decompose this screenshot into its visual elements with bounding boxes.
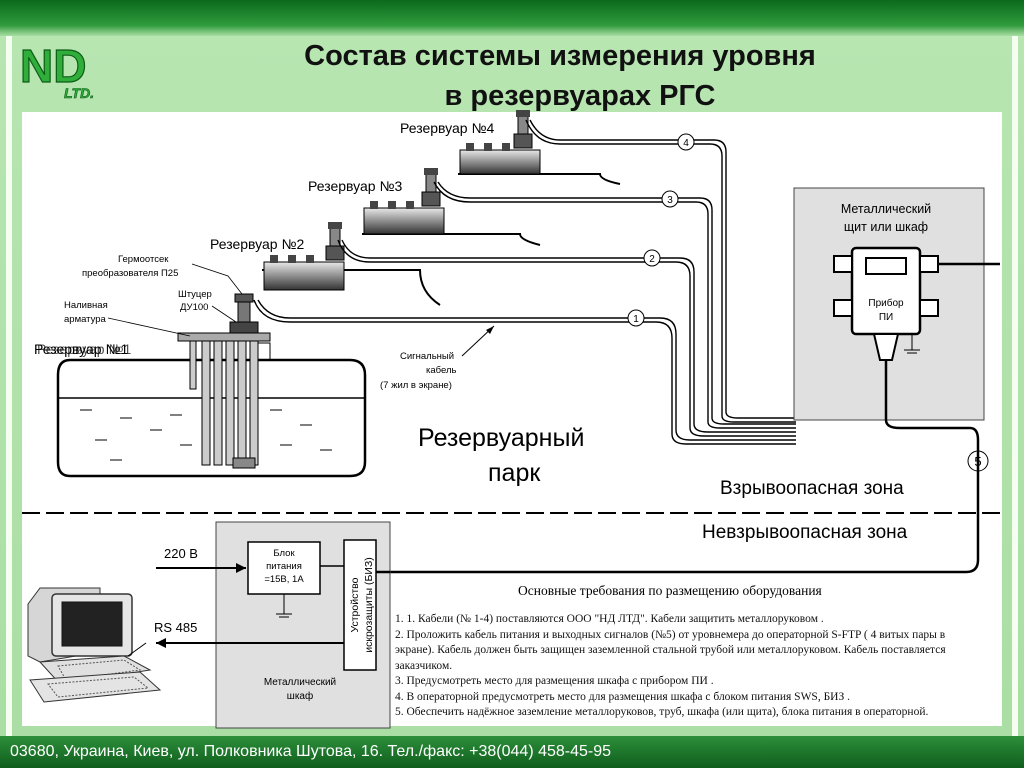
computer-icon bbox=[27, 587, 162, 703]
cabinet-top-label-2: щит или шкаф bbox=[844, 220, 928, 234]
cable-number-4: 4 bbox=[683, 138, 689, 149]
title-line-2: в резервуарах РГС bbox=[444, 80, 716, 112]
requirement-item: 4. В операторной предусмотреть место для… bbox=[395, 690, 850, 703]
tank-2 bbox=[262, 222, 441, 306]
requirements-list: 1. 1. Кабели (№ 1-4) поставляются ООО "Н… bbox=[395, 612, 1005, 721]
title-line-1: Состав системы измерения уровня bbox=[304, 40, 816, 72]
rs485-label: RS 485 bbox=[154, 620, 197, 635]
zone-explosive-label: Взрывоопасная зона bbox=[720, 478, 904, 499]
device-label-2: ПИ bbox=[879, 312, 893, 323]
psu-label-3: =15В, 1А bbox=[264, 574, 304, 585]
signal-cables bbox=[253, 119, 796, 445]
cabinet-top: Металлический щит или шкаф Прибор ПИ bbox=[793, 187, 1000, 421]
cabinet-top-label-1: Металлический bbox=[841, 202, 931, 216]
psu-label-2: питания bbox=[266, 561, 302, 572]
footer-address: 03680, Украина, Киев, ул. Полковника Шут… bbox=[10, 743, 612, 760]
barrier-label-1: Устройство bbox=[349, 577, 361, 632]
cabinet-bottom-label-1: Металлический bbox=[264, 677, 336, 688]
power-input-label: 220 В bbox=[164, 546, 198, 561]
page-title: Состав системы измерения уровня в резерв… bbox=[200, 36, 920, 116]
requirement-item: 3. Предусмотреть место для размещения шк… bbox=[395, 675, 714, 687]
callout-signal-2: кабель bbox=[426, 365, 456, 376]
cable-number-3: 3 bbox=[667, 195, 673, 206]
left-stripe bbox=[6, 36, 12, 736]
psu-label-1: Блок bbox=[273, 548, 295, 559]
callout-shtucer-2: ДУ100 bbox=[180, 302, 208, 313]
tank-4 bbox=[458, 110, 621, 185]
park-label-1: Резервуарный bbox=[418, 424, 584, 452]
cable-number-1: 1 bbox=[633, 314, 639, 325]
cable-5 bbox=[370, 419, 980, 574]
tank-3-label: Резервуар №3 bbox=[308, 178, 402, 194]
tank-1-label: Резервуар №1 bbox=[37, 341, 131, 357]
right-stripe bbox=[1012, 36, 1018, 736]
callout-hermo-1: Гермоотсек bbox=[118, 254, 169, 265]
tank-1 bbox=[56, 293, 367, 478]
tank-4-label: Резервуар №4 bbox=[400, 120, 494, 136]
callout-shtucer-1: Штуцер bbox=[178, 289, 212, 300]
callout-signal-1: Сигнальный bbox=[400, 351, 454, 362]
requirement-item: заказчиком. bbox=[395, 659, 453, 672]
callout-naliv-2: арматура bbox=[64, 314, 107, 325]
requirements-heading: Основные требования по размещению оборуд… bbox=[518, 583, 822, 598]
callout-signal-3: (7 жил в экране) bbox=[380, 380, 452, 391]
tank-2-label: Резервуар №2 bbox=[210, 236, 304, 252]
requirement-item: 1. 1. Кабели (№ 1-4) поставляются ООО "Н… bbox=[395, 613, 824, 625]
cabinet-bottom: Блок питания =15В, 1А Устройство искроза… bbox=[215, 521, 391, 729]
cabinet-bottom-label-2: шкаф bbox=[287, 690, 313, 702]
cable-number-2: 2 bbox=[649, 254, 655, 265]
tank-1-label-overlap: Резервуар №1 bbox=[34, 341, 128, 357]
requirement-item: 2. Проложить кабель питания и выходных с… bbox=[395, 628, 946, 641]
logo-main: ND bbox=[20, 40, 86, 92]
company-logo: ND LTD. bbox=[19, 40, 94, 101]
tank-3 bbox=[362, 168, 541, 246]
park-label-2: парк bbox=[488, 459, 541, 487]
callout-hermo-2: преобразователя П25 bbox=[82, 268, 178, 279]
barrier-label-2: искрозащиты (БИЗ) bbox=[363, 557, 375, 652]
cable-markers: 1 2 3 4 5 bbox=[627, 133, 989, 472]
zone-safe-label: Невзрывоопасная зона bbox=[702, 522, 908, 543]
callout-naliv-1: Наливная bbox=[64, 300, 108, 311]
logo-sub: LTD. bbox=[64, 85, 94, 101]
footer-bar: 03680, Украина, Киев, ул. Полковника Шут… bbox=[0, 736, 1024, 768]
device-label-1: Прибор bbox=[868, 297, 904, 309]
requirement-item: 5. Обеспечить надёжное заземление металл… bbox=[395, 706, 929, 718]
requirement-item: экране). Кабель должен быть защищен зазе… bbox=[395, 644, 946, 656]
